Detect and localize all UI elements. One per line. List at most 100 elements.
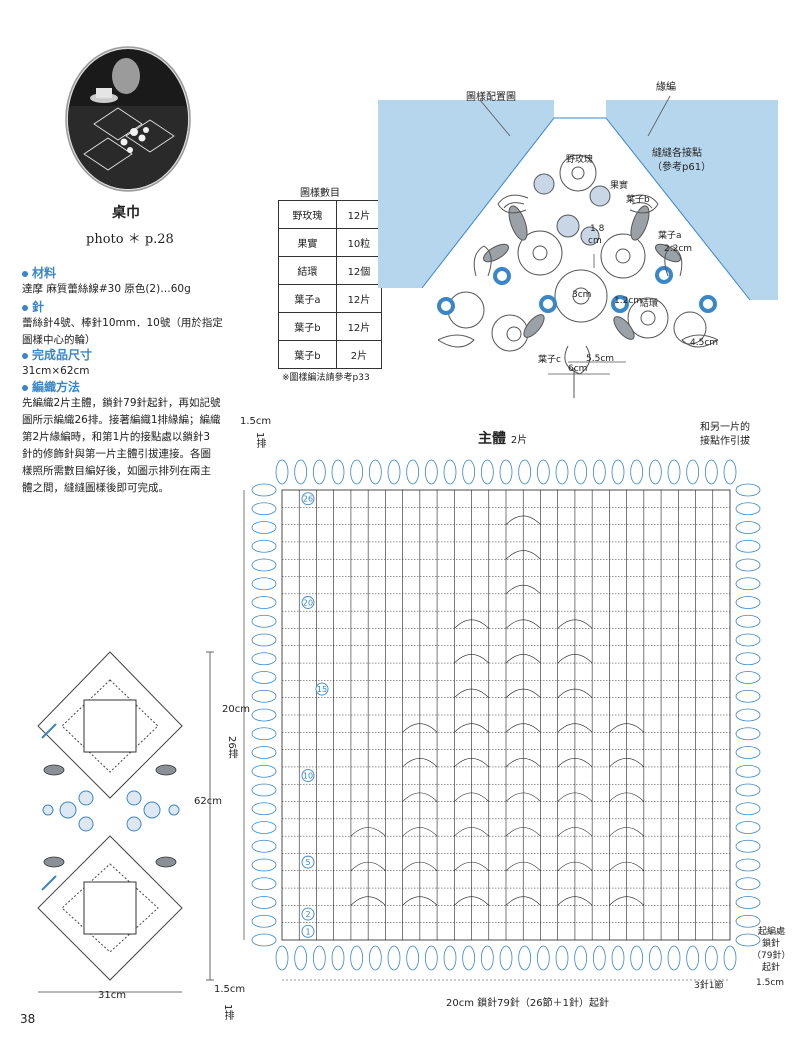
edge-picot — [735, 858, 761, 872]
arch-stitch — [402, 896, 438, 906]
arch-stitch — [609, 827, 645, 837]
edge-picot — [331, 945, 345, 971]
edge-picot — [331, 459, 345, 485]
materials-section: 材料 達摩 麻質蕾絲線#30 原色(2)…60g — [22, 264, 252, 298]
edge-picot — [592, 459, 606, 485]
right-panel-shape — [606, 100, 778, 300]
row-marker-circle — [301, 907, 315, 921]
edge-picot — [251, 764, 277, 778]
method-section: 編織方法 先編織2片主體，鎖針79針起針，再如記號 圖所示編織26排。接著編織1… — [22, 378, 262, 497]
table-runner-photo — [65, 46, 191, 192]
bullet-icon — [22, 352, 28, 359]
edge-picot — [251, 783, 277, 797]
dim-1.2-label: 1.2cm — [614, 296, 643, 306]
edge-picot — [251, 858, 277, 872]
arch-stitch — [454, 757, 489, 768]
arch-stitch — [402, 757, 438, 768]
edge-picot — [251, 802, 277, 816]
row-marker-circle — [301, 492, 315, 506]
edge-picot — [251, 671, 277, 684]
edge-picot — [251, 933, 277, 947]
edge-picot — [735, 727, 761, 741]
arch-stitch — [402, 827, 438, 837]
edge-picot — [518, 945, 532, 971]
edge-picot — [251, 596, 277, 609]
edge-picot — [251, 877, 277, 891]
dim-bottom-left-rows: 1排 — [222, 1004, 233, 1021]
edge-picot — [735, 802, 761, 816]
edge-picot — [735, 689, 761, 703]
method-line: 第2片緣編時，和第1片的接點處以鎖針3 — [22, 431, 211, 443]
overview-width: 31cm — [98, 990, 126, 1001]
leaf-c-motifs — [437, 194, 719, 398]
arch-stitch — [454, 723, 489, 733]
method-line: 圖所示編織26排。接著編織1排緣編；編織 — [22, 414, 221, 426]
left-panel-shape — [378, 100, 554, 288]
layout-label: 圖樣配置圖 — [466, 92, 516, 103]
arch-stitch — [557, 792, 593, 802]
edge-picot — [555, 459, 569, 485]
motif-name: 葉子b — [278, 340, 337, 369]
dim-top-left-rows: 1排 — [254, 432, 265, 449]
edge-label: 緣編 — [656, 82, 676, 93]
edge-picot — [251, 558, 277, 572]
start-label-2: 鎖針 — [762, 939, 781, 949]
edge-picot — [462, 459, 476, 485]
edge-picot — [735, 896, 761, 909]
arch-stitch — [505, 619, 541, 629]
rose-motifs — [447, 154, 707, 352]
dim-6-label: 6cm — [568, 364, 588, 374]
edge-picot — [251, 539, 277, 553]
edge-picot — [499, 945, 513, 971]
ring-motifs — [437, 266, 717, 315]
edge-picot — [480, 459, 494, 485]
edge-picot — [368, 459, 382, 485]
arch-stitch — [505, 827, 541, 837]
method-line: 先編織2片主體，鎖針79針起針，再如記號 — [22, 397, 221, 409]
arch-stitch — [505, 688, 541, 698]
arch-stitch — [454, 827, 489, 837]
row-number: 5 — [305, 858, 310, 867]
arch-stitch — [505, 792, 541, 802]
edge-picot — [312, 459, 326, 485]
rose-label: 野玫瑰 — [566, 155, 594, 165]
row-number: 2 — [305, 910, 310, 919]
method-line: 體之間，縫縫圖樣後即可完成。 — [22, 482, 169, 494]
arch-stitch — [505, 584, 541, 595]
edge-picot — [406, 459, 420, 485]
edge-picot — [735, 914, 761, 928]
arch-stitch — [609, 723, 645, 733]
arch-stitch — [557, 619, 593, 629]
size-heading: 完成品尺寸 — [22, 346, 252, 363]
arch-stitch — [609, 792, 645, 802]
edge-picot — [387, 459, 401, 485]
edge-picot — [251, 614, 277, 628]
edge-picot — [275, 945, 289, 971]
edge-picot — [424, 945, 438, 971]
motif-name: 葉子b — [278, 312, 337, 341]
edge-picot — [648, 945, 662, 971]
edge-picot — [592, 945, 606, 971]
edge-picot — [723, 945, 737, 971]
arch-stitch — [505, 896, 541, 906]
join-note-2: 接點作引拔 — [700, 436, 750, 447]
method-line: 針的修飾針與第一片主體引拔連接。各圖 — [22, 448, 211, 460]
edge-picot — [251, 483, 277, 497]
edge-picot — [686, 945, 700, 971]
arch-stitch — [454, 688, 489, 698]
edge-picot — [480, 945, 494, 971]
size-section: 完成品尺寸 31cm×62cm — [22, 346, 252, 380]
size-text: 31cm×62cm — [22, 365, 90, 377]
edge-picot — [251, 577, 277, 591]
row-marker-circle — [301, 855, 315, 869]
motif-name: 葉子a — [278, 284, 337, 313]
edge-picot — [555, 945, 569, 971]
arch-stitch — [454, 861, 489, 871]
row-marker-circle — [301, 596, 315, 609]
edge-picot — [536, 459, 550, 485]
arch-stitch — [609, 757, 645, 768]
method-heading: 編織方法 — [22, 378, 262, 395]
